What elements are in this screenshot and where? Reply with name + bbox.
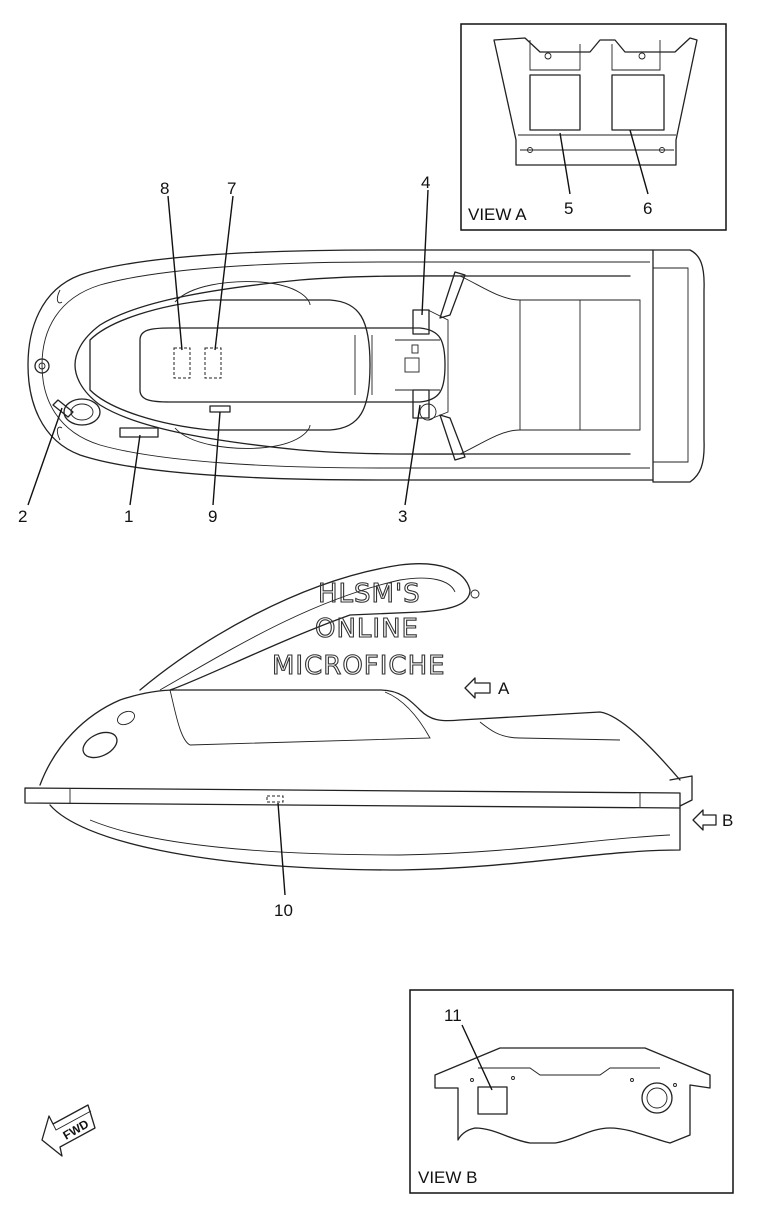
view-b-panel (434, 1047, 711, 1144)
view-a-arrow-label: A (498, 679, 510, 698)
side-view-hull: 10 A B (24, 563, 733, 920)
stern-bumper (652, 249, 705, 483)
label-6-sticker (611, 74, 665, 131)
watermark-line-1: HLSM'S (318, 579, 421, 609)
callout-4: 4 (421, 173, 430, 192)
view-a-frame (460, 23, 727, 231)
label-7-sticker (204, 347, 222, 379)
callout-1: 1 (124, 507, 133, 526)
fwd-arrow: FWD (41, 1104, 96, 1157)
handlebar-left-grip (439, 271, 466, 319)
top-view-hull: 8 7 4 2 1 9 3 (18, 173, 705, 526)
fwd-arrow-shape (41, 1104, 96, 1157)
label-8-sticker (173, 347, 191, 379)
view-a-panel (493, 37, 698, 166)
deck-profile (39, 689, 681, 786)
view-b-inset: 11 VIEW B (409, 989, 734, 1194)
callout-5: 5 (564, 199, 573, 218)
label-4-sticker (412, 309, 430, 335)
handlebar-right-grip (439, 414, 466, 461)
label-1-sticker (119, 427, 159, 438)
callout-3: 3 (398, 507, 407, 526)
engine-hatch (139, 327, 446, 403)
callout-10: 10 (274, 901, 293, 920)
view-b-arrow (692, 809, 717, 831)
label-10-sticker (266, 795, 284, 803)
hull-bottom (49, 804, 681, 871)
view-a-arrow (464, 677, 491, 699)
callout-7: 7 (227, 179, 236, 198)
fuel-cap (63, 398, 101, 426)
callout-9: 9 (208, 507, 217, 526)
label-3-sticker (412, 389, 430, 419)
label-5-sticker (529, 74, 581, 131)
footwell (89, 299, 371, 431)
watermark-line-3: MICROFICHE (272, 651, 446, 681)
view-a-inset: VIEW A 5 6 (460, 23, 727, 231)
watermark-line-2: ONLINE (315, 614, 419, 644)
label-9-sticker (209, 405, 231, 413)
callout-6: 6 (643, 199, 652, 218)
label-11-sticker (477, 1086, 508, 1115)
bow-eye (34, 358, 50, 374)
watermark: HLSM'S ONLINE MICROFICHE (271, 578, 446, 681)
callout-11: 11 (444, 1006, 462, 1025)
deck-contour (74, 275, 631, 455)
callout-2: 2 (18, 507, 27, 526)
view-b-arrow-label: B (722, 811, 733, 830)
hull-outline (27, 249, 654, 481)
callout-8: 8 (160, 179, 169, 198)
view-a-title: VIEW A (468, 205, 527, 224)
rub-rail (24, 787, 681, 809)
view-b-title: VIEW B (418, 1168, 478, 1187)
label-2-sticker (52, 399, 74, 418)
view-b-frame (409, 989, 734, 1194)
steering-pole (139, 563, 471, 691)
